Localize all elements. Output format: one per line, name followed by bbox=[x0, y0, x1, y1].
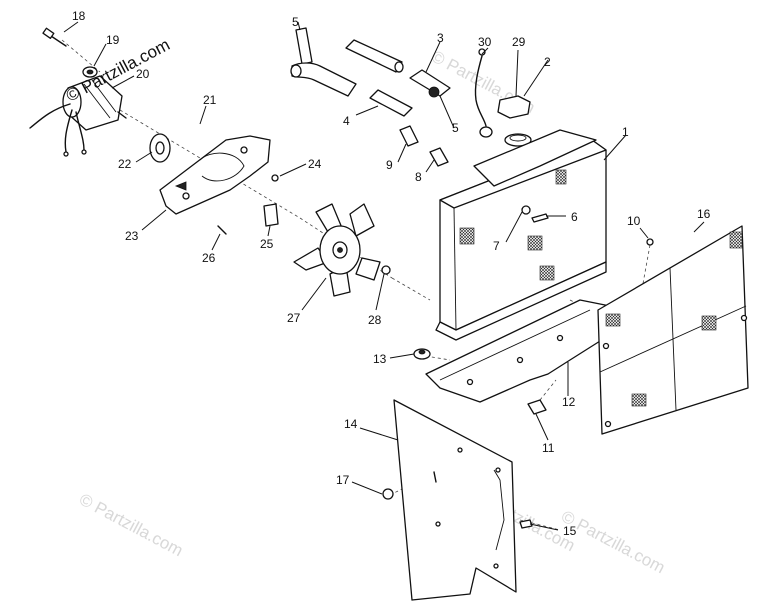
watermark-faint-1: © Partzilla.com bbox=[76, 490, 186, 561]
callout-28: 28 bbox=[368, 313, 382, 327]
wire-and-caps bbox=[474, 48, 532, 147]
callout-15: 15 bbox=[563, 524, 577, 538]
callout-25: 25 bbox=[260, 237, 274, 251]
callout-22: 22 bbox=[118, 157, 132, 171]
side-panel bbox=[382, 399, 533, 601]
callout-5-upper: 5 bbox=[292, 15, 299, 29]
mounting-tray bbox=[413, 299, 611, 415]
callout-16: 16 bbox=[697, 207, 711, 221]
callout-1: 1 bbox=[622, 125, 629, 139]
callout-5-lower: 5 bbox=[452, 121, 459, 135]
leader-lines bbox=[63, 21, 705, 531]
fan-shroud-plate bbox=[159, 135, 279, 215]
callout-8: 8 bbox=[415, 170, 422, 184]
callout-4: 4 bbox=[343, 114, 350, 128]
callout-12: 12 bbox=[562, 395, 576, 409]
callout-13: 13 bbox=[373, 352, 387, 366]
radiator bbox=[435, 129, 607, 341]
callout-19: 19 bbox=[106, 33, 120, 47]
callout-24: 24 bbox=[308, 157, 322, 171]
callout-10: 10 bbox=[627, 214, 641, 228]
callout-6: 6 bbox=[571, 210, 578, 224]
callout-21: 21 bbox=[203, 93, 217, 107]
callout-11: 11 bbox=[542, 441, 555, 455]
spacer-and-screw bbox=[217, 203, 279, 235]
fan-blade bbox=[293, 203, 391, 297]
callout-7: 7 bbox=[493, 239, 500, 253]
callout-23: 23 bbox=[125, 229, 139, 243]
callout-17: 17 bbox=[336, 473, 350, 487]
callout-9: 9 bbox=[386, 158, 393, 172]
hoses bbox=[290, 27, 493, 167]
callout-14: 14 bbox=[344, 417, 358, 431]
callout-29: 29 bbox=[512, 35, 526, 49]
callout-20: 20 bbox=[136, 67, 150, 81]
callout-27: 27 bbox=[287, 311, 301, 325]
callout-labels: 1 2 3 4 5 5 6 7 8 9 10 11 12 13 14 15 16… bbox=[72, 9, 711, 538]
callout-2: 2 bbox=[544, 55, 551, 69]
callout-18: 18 bbox=[72, 9, 86, 23]
fan-motor bbox=[29, 27, 171, 163]
radiator-screen bbox=[597, 225, 749, 435]
callout-3: 3 bbox=[437, 31, 444, 45]
callout-30: 30 bbox=[478, 35, 492, 49]
callout-26: 26 bbox=[202, 251, 216, 265]
